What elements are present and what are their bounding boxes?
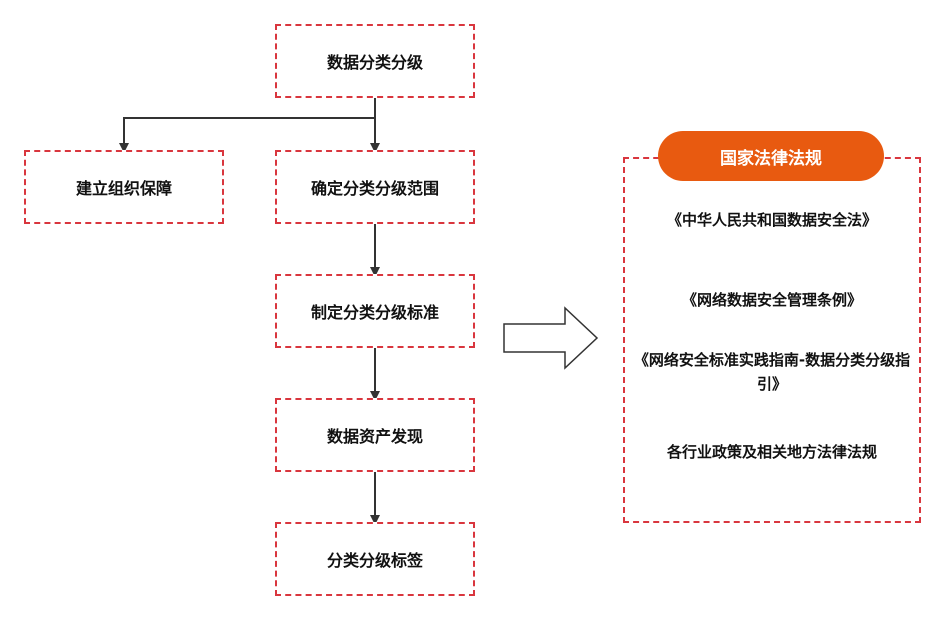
root-node-label: 数据分类分级 (326, 53, 423, 72)
step-node-label: 数据资产发现 (326, 427, 423, 446)
law-item: 《网络数据安全管理条例》 (681, 291, 862, 309)
law-item: 《中华人民共和国数据安全法》 (666, 211, 877, 229)
hollow-right-arrow-icon (503, 306, 599, 370)
root-node: 数据分类分级 (275, 24, 475, 98)
law-panel-title-text: 国家法律法规 (720, 148, 822, 169)
left-branch-node-label: 建立组织保障 (75, 179, 172, 198)
left-branch-node: 建立组织保障 (24, 150, 224, 224)
step-node-label: 确定分类分级范围 (310, 179, 439, 198)
step-node-scope: 确定分类分级范围 (275, 150, 475, 224)
step-node-label: 制定分类分级标准 (310, 303, 439, 322)
law-item: 各行业政策及相关地方法律法规 (666, 443, 877, 461)
step-node-discovery: 数据资产发现 (275, 398, 475, 472)
law-item: 《网络安全标准实践指南-数据分类分级指引》 (633, 351, 911, 393)
law-panel-title: 国家法律法规 (658, 131, 884, 181)
step-node-label: 分类分级标签 (326, 551, 423, 570)
connector-root-to-left (119, 98, 376, 153)
step-node-standard: 制定分类分级标准 (275, 274, 475, 348)
step-node-label-tagging: 分类分级标签 (275, 522, 475, 596)
